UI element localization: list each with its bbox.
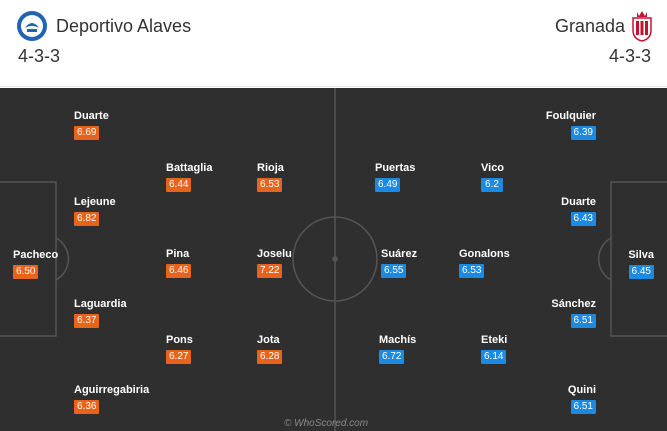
player-rating: 6.69	[74, 126, 100, 140]
player-name: Jota	[257, 334, 280, 346]
away-player-center-back[interactable]: Duarte 6.43	[561, 196, 596, 226]
player-rating: 6.36	[74, 400, 100, 414]
player-name: Laguardia	[74, 298, 127, 310]
away-player-right-back[interactable]: Foulquier 6.39	[546, 110, 596, 140]
player-rating: 7.22	[257, 264, 283, 278]
home-player-forward[interactable]: Rioja 6.53	[257, 162, 284, 192]
player-name: Duarte	[74, 110, 109, 122]
alaves-crest-icon	[17, 11, 47, 41]
player-rating: 6.28	[257, 350, 283, 364]
away-formation: 4-3-3	[608, 46, 651, 66]
player-name: Aguirregabiria	[74, 384, 150, 396]
player-rating: 6.51	[570, 314, 596, 328]
player-name: Sánchez	[551, 298, 596, 310]
player-name: Pina	[166, 248, 190, 260]
player-rating: 6.51	[570, 400, 596, 414]
away-player-forward[interactable]: Puertas 6.49	[375, 162, 415, 192]
home-player-center-back[interactable]: Lejeune 6.82	[74, 196, 116, 226]
player-rating: 6.27	[166, 350, 192, 364]
player-name: Pacheco	[13, 249, 59, 261]
player-name: Duarte	[561, 196, 596, 208]
player-name: Vico	[481, 162, 505, 174]
away-team-name: Granada	[554, 16, 625, 36]
away-player-forward[interactable]: Machís 6.72	[379, 334, 416, 364]
player-name: Silva	[628, 249, 654, 261]
player-name: Foulquier	[545, 110, 596, 122]
home-formation: 4-3-3	[18, 46, 61, 66]
player-name: Gonalons	[459, 248, 510, 260]
away-player-midfielder[interactable]: Eteki 6.14	[481, 334, 507, 364]
home-player-midfielder[interactable]: Pina 6.46	[166, 248, 192, 278]
player-name: Rioja	[257, 162, 284, 174]
home-player-forward[interactable]: Jota 6.28	[257, 334, 283, 364]
player-rating: 6.50	[13, 265, 39, 279]
granada-crest-icon	[632, 11, 652, 42]
player-rating: 6.2	[481, 178, 503, 192]
player-name: Puertas	[375, 162, 416, 174]
player-rating: 6.46	[166, 264, 192, 278]
away-player-left-back[interactable]: Quini 6.51	[568, 384, 596, 414]
player-name: Quini	[567, 384, 596, 396]
home-player-forward[interactable]: Joselu 7.22	[257, 248, 292, 278]
watermark: © WhoScored.com	[284, 418, 369, 429]
home-player-right-back[interactable]: Duarte 6.69	[74, 110, 109, 140]
player-rating: 6.82	[74, 212, 100, 226]
home-player-midfielder[interactable]: Battaglia 6.44	[166, 162, 212, 192]
home-team-name: Deportivo Alaves	[56, 16, 192, 36]
player-rating: 6.39	[570, 126, 596, 140]
player-name: Lejeune	[74, 196, 116, 208]
home-player-midfielder[interactable]: Pons 6.27	[166, 334, 193, 364]
player-rating: 6.43	[570, 212, 596, 226]
pitch-markings	[0, 88, 667, 431]
pitch: Pacheco 6.50 Duarte 6.69 Lejeune 6.82 La…	[0, 88, 667, 431]
player-name: Pons	[166, 334, 193, 346]
player-name: Machís	[379, 334, 417, 346]
home-player-left-back[interactable]: Aguirregabiria 6.36	[74, 384, 149, 414]
player-rating: 6.53	[257, 178, 283, 192]
player-rating: 6.49	[375, 178, 401, 192]
home-player-center-back[interactable]: Laguardia 6.37	[74, 298, 127, 328]
away-player-forward[interactable]: Suárez 6.55	[381, 248, 417, 278]
player-rating: 6.44	[166, 178, 192, 192]
home-player-goalkeeper[interactable]: Pacheco 6.50	[13, 249, 58, 279]
player-name: Battaglia	[166, 162, 213, 174]
away-player-midfielder[interactable]: Vico 6.2	[481, 162, 504, 192]
player-name: Joselu	[257, 248, 292, 260]
player-rating: 6.14	[481, 350, 507, 364]
player-rating: 6.72	[379, 350, 405, 364]
player-rating: 6.37	[74, 314, 100, 328]
player-rating: 6.55	[381, 264, 407, 278]
player-name: Eteki	[481, 334, 508, 346]
player-name: Suárez	[381, 248, 418, 260]
player-rating: 6.45	[628, 265, 654, 279]
away-player-center-back[interactable]: Sánchez 6.51	[551, 298, 596, 328]
player-rating: 6.53	[459, 264, 485, 278]
match-header: Deportivo Alaves 4-3-3 Granada 4-3-3	[0, 0, 667, 87]
away-player-midfielder[interactable]: Gonalons 6.53	[459, 248, 510, 278]
away-player-goalkeeper[interactable]: Silva 6.45	[628, 249, 654, 279]
